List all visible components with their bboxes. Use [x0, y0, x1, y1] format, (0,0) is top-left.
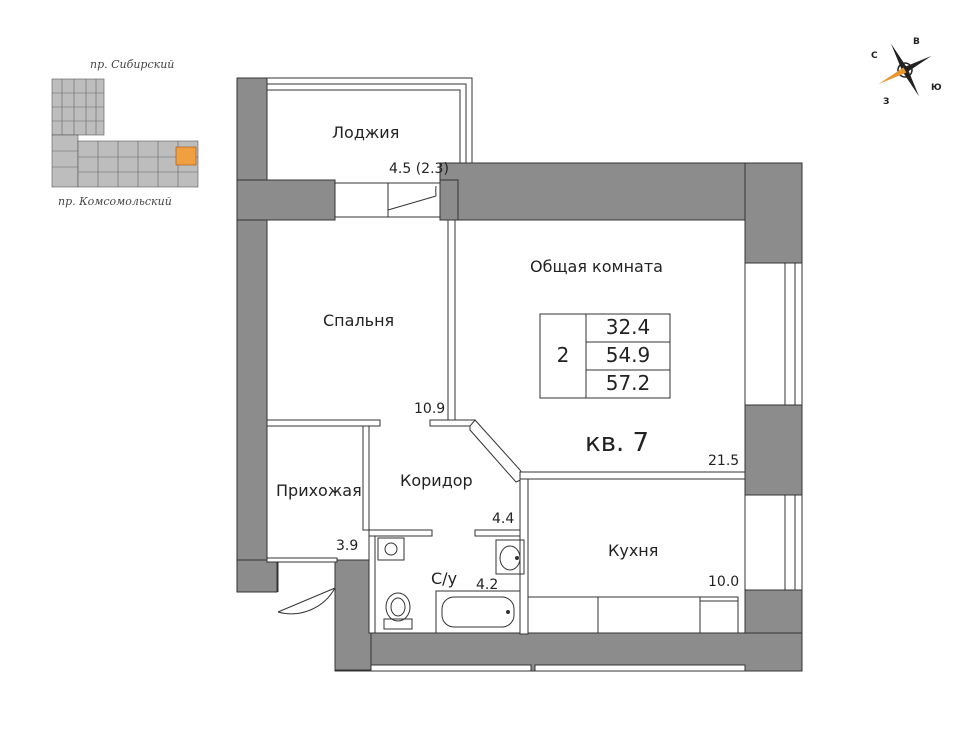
- apartment-title: кв. 7: [585, 428, 650, 458]
- living-area-value: 32.4: [605, 315, 651, 339]
- room-area-bedroom: 10.9: [414, 401, 446, 417]
- loggia-frame: [267, 77, 473, 163]
- room-area-kitchen: 10.0: [708, 574, 740, 590]
- compass-north-letter: С: [871, 51, 878, 61]
- room-area-loggia: 4.5 (2.3): [389, 161, 449, 177]
- compass-rose: С В Ю З: [871, 37, 942, 107]
- room-area-corridor: 4.4: [492, 511, 515, 527]
- room-name-loggia: Лоджия: [332, 123, 400, 142]
- total-with-loggia-value: 57.2: [605, 371, 651, 395]
- bathtub-icon: [435, 590, 521, 634]
- room-name-bathroom: С/у: [431, 569, 458, 588]
- room-name-hall: Прихожая: [276, 481, 362, 500]
- bathroom-fixtures: [377, 537, 525, 634]
- room-name-corridor: Коридор: [400, 471, 473, 490]
- compass-west-letter: З: [883, 97, 889, 107]
- street-label-bottom: пр. Комсомольский: [58, 195, 172, 208]
- street-label-top: пр. Сибирский: [90, 58, 175, 71]
- room-area-bathroom: 4.2: [476, 577, 499, 593]
- toilet-icon: [383, 592, 413, 630]
- room-name-bedroom: Спальня: [323, 311, 395, 330]
- room-name-kitchen: Кухня: [608, 541, 659, 560]
- interior-walls: [266, 219, 746, 635]
- room-area-hall: 3.9: [336, 538, 359, 554]
- kitchen-counter: [527, 596, 739, 634]
- compass-south-letter: Ю: [931, 83, 942, 93]
- key-plan: пр. Сибирский пр. Комсомольский: [40, 55, 200, 210]
- room-name-living: Общая комната: [530, 257, 663, 276]
- washer-icon: [377, 537, 405, 561]
- total-area-value: 54.9: [605, 343, 651, 367]
- room-area-living: 21.5: [708, 453, 740, 469]
- compass-east-letter: В: [913, 37, 920, 47]
- key-plan-building: [51, 78, 199, 188]
- windows: [744, 262, 803, 591]
- exterior-walls: [236, 77, 803, 672]
- rooms-count: 2: [556, 343, 570, 367]
- key-plan-highlight: [175, 146, 197, 166]
- area-table: [539, 313, 671, 399]
- washbasin-icon: [495, 539, 525, 575]
